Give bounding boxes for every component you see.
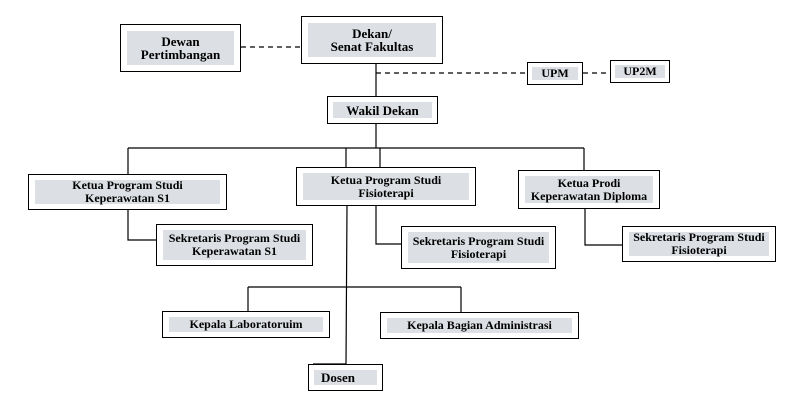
dosen-link [313,205,348,365]
wakil-dekan-label: Wakil Dekan [346,102,419,118]
dekan-senat-box: Dekan/ Senat Fakultas [301,16,443,64]
kaprodi-keperawatan-diploma-label: Ketua Prodi Keperawatan Diploma [530,175,648,203]
kaprodi-keperawatan-s1-label: Ketua Program Studi Keperawatan S1 [72,178,183,205]
kepala-bagian-administrasi-label: Kepala Bagian Administrasi [407,318,552,332]
kepala-laboratorium-box: Kepala Laboratoruim [162,311,330,338]
sekretaris-keperawatan-s1-box: Sekretaris Program Studi Keperawatan S1 [156,224,313,266]
kaprodi-keperawatan-s1-box: Ketua Program Studi Keperawatan S1 [28,174,227,210]
kaprodi-keperawatan-diploma-box: Ketua Prodi Keperawatan Diploma [518,170,660,209]
sekretaris-fisioterapi-box: Sekretaris Program Studi Fisioterapi [401,226,556,269]
kepala-bagian-administrasi-box: Kepala Bagian Administrasi [380,312,579,339]
kaprodi-fisioterapi-label: Ketua Program Studi Fisioterapi [330,172,442,200]
dekan-senat-label: Dekan/ Senat Fakultas [330,26,414,54]
fisio-sekr-link [375,206,401,245]
wakil-dekan-box: Wakil Dekan [327,96,438,124]
dewan-pertimbangan-label: Dewan Pertimbangan [140,34,221,62]
dosen-box: Dosen [308,364,383,391]
d3-sekr-link [584,209,622,246]
s1-sekr-link [127,210,156,241]
upm-box: UPM [527,62,583,85]
sekretaris-fisioterapi-label: Sekretaris Program Studi Fisioterapi [412,233,545,261]
dosen-label: Dosen [321,370,355,385]
sekretaris-diploma-box: Sekretaris Program Studi Fisioterapi [622,226,776,262]
up2m-box: UP2M [610,60,670,83]
up2m-label: UP2M [623,64,657,78]
dewan-pertimbangan-box: Dewan Pertimbangan [120,24,241,72]
upm-label: UPM [541,66,569,80]
kepala-laboratorium-label: Kepala Laboratoruim [189,317,303,331]
sekretaris-diploma-label: Sekretaris Program Studi Fisioterapi [633,230,765,257]
sekretaris-keperawatan-s1-label: Sekretaris Program Studi Keperawatan S1 [168,231,301,258]
kaprodi-fisioterapi-box: Ketua Program Studi Fisioterapi [296,167,476,206]
